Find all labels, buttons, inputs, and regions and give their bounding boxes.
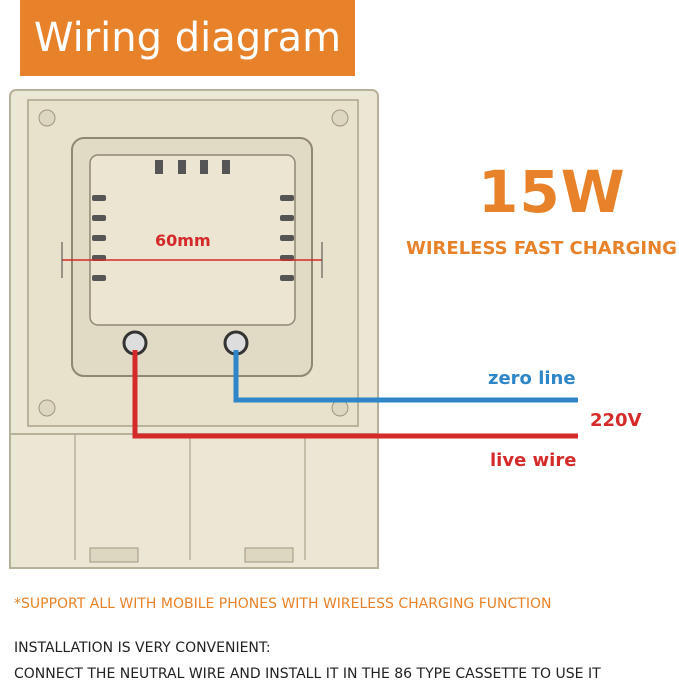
- installation-instructions: CONNECT THE NEUTRAL WIRE AND INSTALL IT …: [14, 666, 601, 682]
- feature-subtitle: WIRELESS FAST CHARGING: [406, 238, 677, 259]
- zero-line-label: zero line: [488, 368, 576, 389]
- screw-hole: [331, 109, 349, 127]
- zero-wire: [233, 350, 578, 403]
- dimension-label: 60mm: [155, 231, 211, 250]
- power-rating: 15W: [478, 158, 626, 226]
- live-wire: [132, 350, 578, 439]
- lower-cover: [9, 433, 379, 569]
- voltage-label: 220V: [590, 410, 642, 431]
- support-note: *SUPPORT ALL WITH MOBILE PHONES WITH WIR…: [14, 596, 552, 612]
- installation-heading: INSTALLATION IS VERY CONVENIENT:: [14, 640, 271, 656]
- module-core: [89, 154, 296, 326]
- screw-hole: [38, 109, 56, 127]
- live-wire-label: live wire: [490, 450, 577, 471]
- title-banner: Wiring diagram: [20, 0, 355, 76]
- screw-hole: [38, 399, 56, 417]
